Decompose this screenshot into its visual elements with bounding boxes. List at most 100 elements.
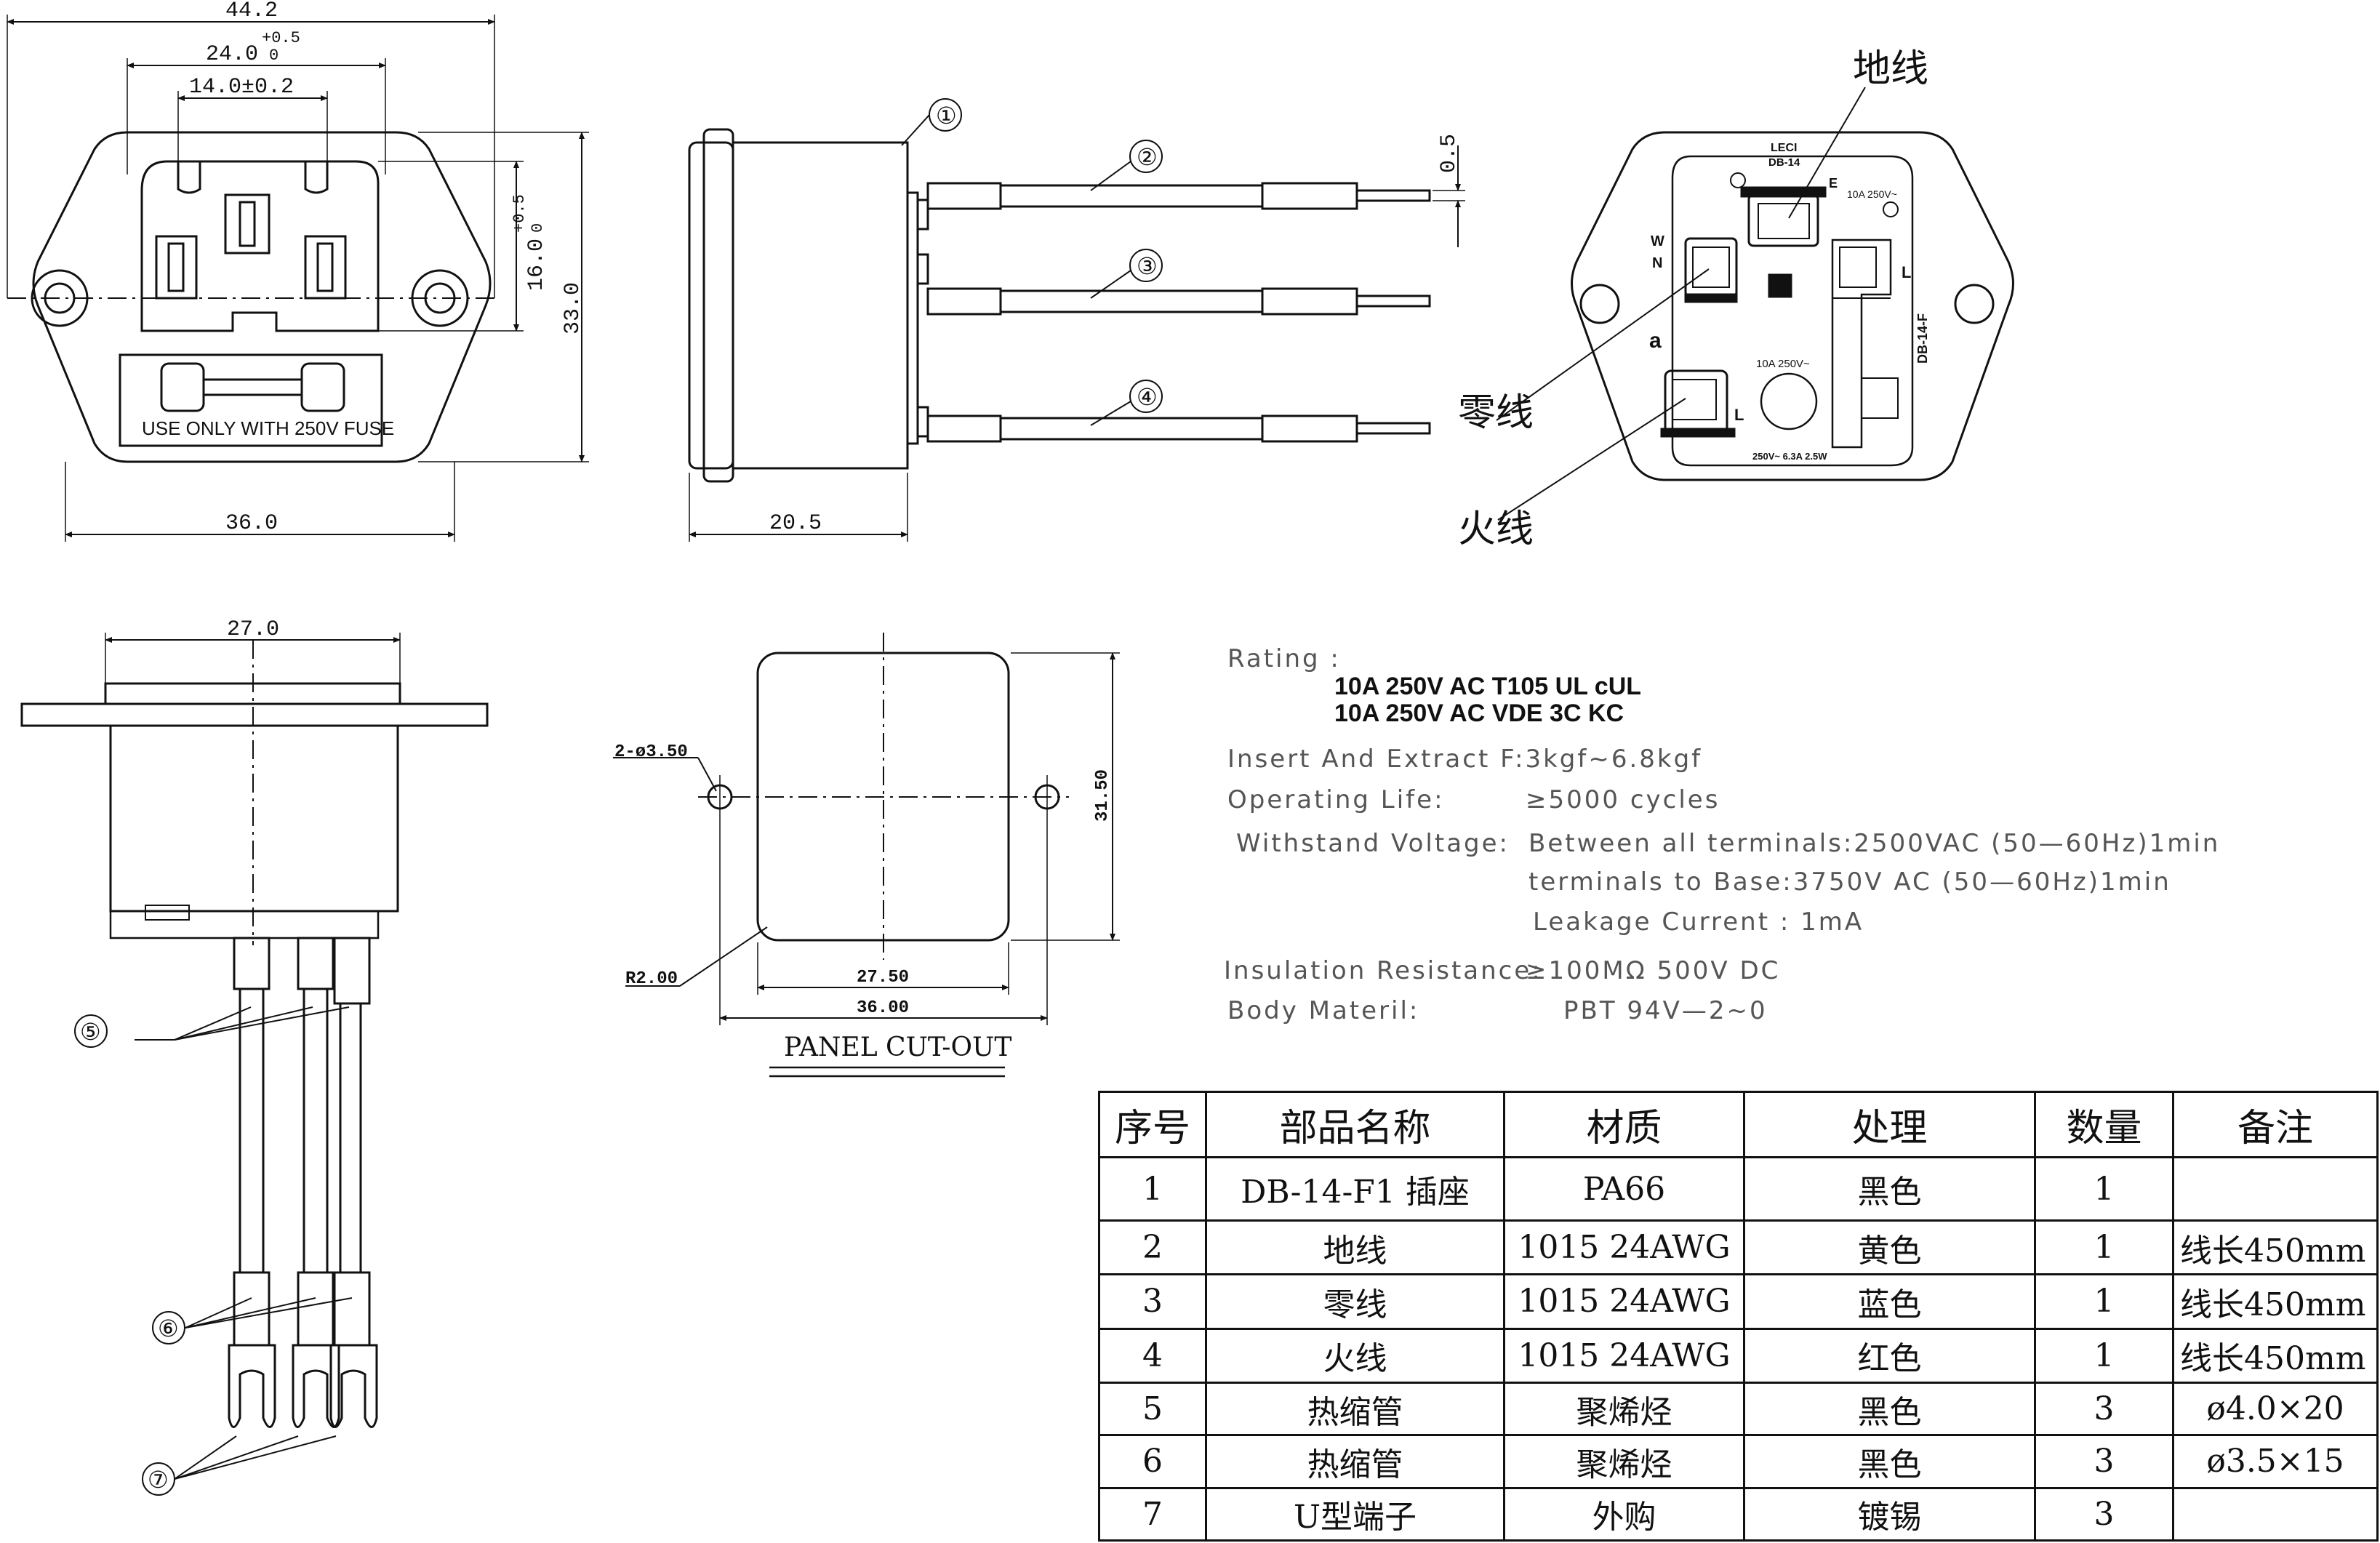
mark-w: W (1651, 233, 1664, 249)
cell-index: 5 (1098, 1381, 1207, 1437)
header-treatment: 处理 (1743, 1090, 2036, 1159)
dim-16-0-tol-bot: 0 (529, 223, 547, 233)
label-earth: 地线 (1853, 47, 1928, 91)
withstand-value-1: Between all terminals:2500VAC (50—60Hz)1… (1528, 829, 2221, 858)
dim-16-0: 16.0 (524, 239, 549, 291)
dim-14-0: 14.0±0.2 (189, 75, 294, 100)
cell-material: 1015 24AWG (1503, 1219, 1745, 1276)
dim-33-0: 33.0 (561, 282, 585, 334)
side-view (688, 98, 1465, 542)
dim-44-2: 44.2 (225, 0, 278, 23)
fuse-label: USE ONLY WITH 250V FUSE (142, 417, 394, 439)
leakage-current: Leakage Current : 1mA (1533, 907, 1864, 937)
cell-remark (2172, 1156, 2379, 1222)
cell-part-name: 地线 (1205, 1219, 1505, 1276)
cell-part-name: DB-14-F1 插座 (1205, 1156, 1505, 1222)
bottom-view (20, 633, 489, 1496)
back-view (1496, 87, 2014, 521)
cell-index: 3 (1098, 1273, 1207, 1330)
cell-remark: ø3.5×15 (2172, 1434, 2379, 1489)
dim-36-00: 36.00 (857, 998, 909, 1018)
callout-4: ④ (1137, 384, 1158, 410)
header-part-name: 部品名称 (1205, 1090, 1505, 1159)
table-row: 4 火线 1015 24AWG 红色 1 线长450mm (1098, 1327, 2379, 1384)
cell-quantity: 1 (2034, 1219, 2174, 1276)
table-row: 5 热缩管 聚烯烃 黑色 3 ø4.0×20 (1098, 1381, 2379, 1437)
mark-a: a (1649, 329, 1662, 353)
cell-treatment: 蓝色 (1743, 1273, 2036, 1330)
fuse-rating: 250V~ 6.3A 2.5W (1752, 451, 1827, 462)
callout-2: ② (1137, 144, 1158, 170)
cell-quantity: 1 (2034, 1327, 2174, 1384)
insert-extract: Insert And Extract F:3kgf~6.8kgf (1227, 745, 1703, 774)
cell-quantity: 1 (2034, 1156, 2174, 1222)
callout-3: ③ (1137, 253, 1158, 279)
dim-31-50: 31.50 (1093, 769, 1113, 822)
cell-part-name: 火线 (1205, 1327, 1505, 1384)
cell-quantity: 3 (2034, 1486, 2174, 1542)
cell-material: 1015 24AWG (1503, 1273, 1745, 1330)
cell-material: 聚烯烃 (1503, 1434, 1745, 1489)
withstand-value-2: terminals to Base:3750V AC (50—60Hz)1min (1528, 867, 2171, 897)
header-index: 序号 (1098, 1090, 1207, 1159)
insulation-value: ≥100MΩ 500V DC (1526, 956, 1781, 985)
operating-life-label: Operating Life: (1227, 785, 1445, 814)
mark-l: L (1902, 263, 1911, 281)
cell-index: 2 (1098, 1219, 1207, 1276)
cell-remark: 线长450mm (2172, 1219, 2379, 1276)
operating-life-value: ≥5000 cycles (1526, 785, 1720, 814)
model-side: DB-14-F (1915, 313, 1930, 364)
cell-remark (2172, 1486, 2379, 1542)
dim-0-5: 0.5 (1437, 134, 1462, 173)
cell-part-name: 热缩管 (1205, 1381, 1505, 1437)
cell-treatment: 黑色 (1743, 1434, 2036, 1489)
withstand-label: Withstand Voltage: (1236, 829, 1510, 858)
dim-27-50: 27.50 (857, 968, 909, 987)
cell-part-name: U型端子 (1205, 1486, 1505, 1542)
cell-material: 外购 (1503, 1486, 1745, 1542)
cell-index: 4 (1098, 1327, 1207, 1384)
table-header-row: 序号 部品名称 材质 处理 数量 备注 (1098, 1090, 2379, 1159)
dim-27-0: 27.0 (227, 617, 279, 642)
table-row: 3 零线 1015 24AWG 蓝色 1 线长450mm (1098, 1273, 2379, 1330)
cell-treatment: 黑色 (1743, 1156, 2036, 1222)
callout-7: ⑦ (148, 1467, 169, 1493)
panel-cutout (613, 633, 1120, 1078)
dim-24-0-tol-bot: 0 (269, 47, 279, 65)
dim-24-0-tol-top: +0.5 (262, 29, 300, 47)
cell-quantity: 1 (2034, 1273, 2174, 1330)
cell-part-name: 零线 (1205, 1273, 1505, 1330)
dim-24-0: 24.0 (206, 42, 258, 67)
header-material: 材质 (1503, 1090, 1745, 1159)
brand-mark: LECI (1771, 142, 1797, 154)
dim-20-5: 20.5 (769, 511, 822, 536)
hole-label: 2-ø3.50 (614, 742, 688, 762)
cell-treatment: 镀锡 (1743, 1486, 2036, 1542)
dim-16-0-tol-top: +0.5 (510, 194, 529, 233)
rating-line-1: 10A 250V AC T105 UL cUL (1334, 673, 1642, 700)
label-neutral: 零线 (1458, 391, 1534, 435)
rating-label: Rating : (1227, 644, 1341, 673)
body-material-value: PBT 94V—2~0 (1563, 996, 1768, 1025)
model-top: DB-14 (1768, 156, 1800, 169)
dim-36-0: 36.0 (225, 511, 278, 536)
bom-table: 序号 部品名称 材质 处理 数量 备注 1 DB-14-F1 插座 PA66 黑… (1098, 1090, 2379, 1542)
cell-treatment: 红色 (1743, 1327, 2036, 1384)
mark-l2: L (1734, 406, 1744, 424)
cell-treatment: 黄色 (1743, 1219, 2036, 1276)
front-view (7, 15, 589, 542)
cell-quantity: 3 (2034, 1434, 2174, 1489)
cell-index: 6 (1098, 1434, 1207, 1489)
radius-label: R2.00 (625, 969, 678, 989)
cell-part-name: 热缩管 (1205, 1434, 1505, 1489)
mark-n: N (1652, 255, 1662, 271)
callout-5: ⑤ (80, 1019, 101, 1045)
cell-treatment: 黑色 (1743, 1381, 2036, 1437)
cell-index: 7 (1098, 1486, 1207, 1542)
header-quantity: 数量 (2034, 1090, 2174, 1159)
body-material-label: Body Materil: (1227, 996, 1420, 1025)
cell-material: PA66 (1503, 1156, 1745, 1222)
header-remark: 备注 (2172, 1090, 2379, 1159)
table-row: 7 U型端子 外购 镀锡 3 (1098, 1486, 2379, 1542)
